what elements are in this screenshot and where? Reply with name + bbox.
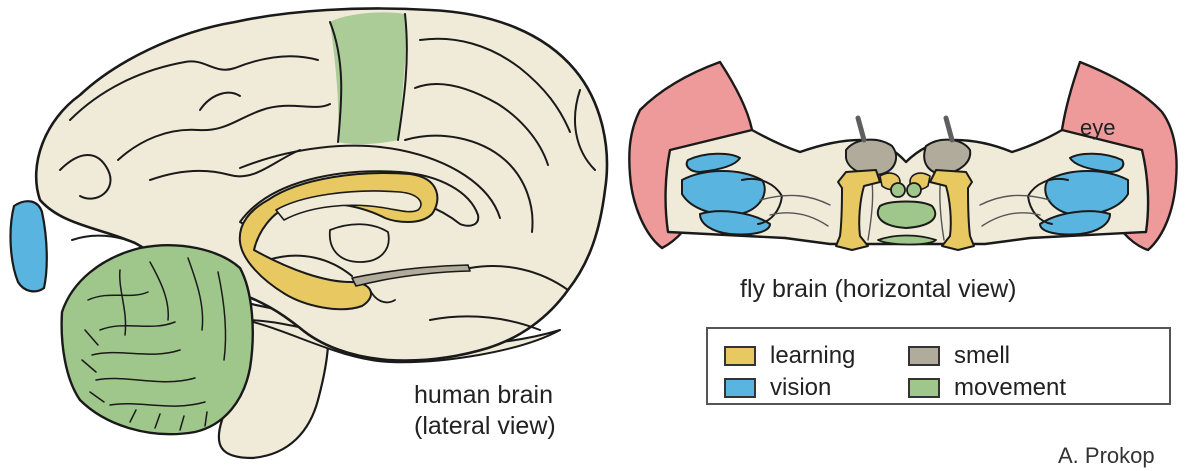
legend-swatch-smell <box>908 346 940 366</box>
visual-cortex <box>11 201 47 291</box>
legend-label-vision: vision <box>770 374 831 402</box>
legend-label-learning: learning <box>770 342 855 370</box>
legend-item-smell: smell <box>908 342 1010 370</box>
legend-item-vision: vision <box>724 374 831 402</box>
human-caption-line2: (lateral view) <box>414 411 556 442</box>
right-antennal-nerve <box>946 118 952 140</box>
protocerebral-bridge-right <box>907 183 921 197</box>
human-caption-line1: human brain <box>414 380 556 411</box>
human-brain-caption: human brain (lateral view) <box>414 380 556 442</box>
legend: learning vision smell movement <box>706 327 1171 405</box>
author-credit: A. Prokop <box>1058 440 1155 471</box>
legend-swatch-vision <box>724 378 756 398</box>
fly-brain <box>629 62 1176 250</box>
legend-swatch-learning <box>724 346 756 366</box>
protocerebral-bridge-left <box>891 183 905 197</box>
fan-shaped-body <box>878 202 935 229</box>
eye-label: eye <box>1080 112 1115 143</box>
legend-item-learning: learning <box>724 342 855 370</box>
legend-label-movement: movement <box>954 374 1066 402</box>
left-antennal-nerve <box>858 118 864 140</box>
legend-label-smell: smell <box>954 342 1010 370</box>
legend-swatch-movement <box>908 378 940 398</box>
legend-item-movement: movement <box>908 374 1066 402</box>
ellipsoid-body <box>878 236 936 245</box>
fly-brain-caption: fly brain (horizontal view) <box>740 274 1017 305</box>
